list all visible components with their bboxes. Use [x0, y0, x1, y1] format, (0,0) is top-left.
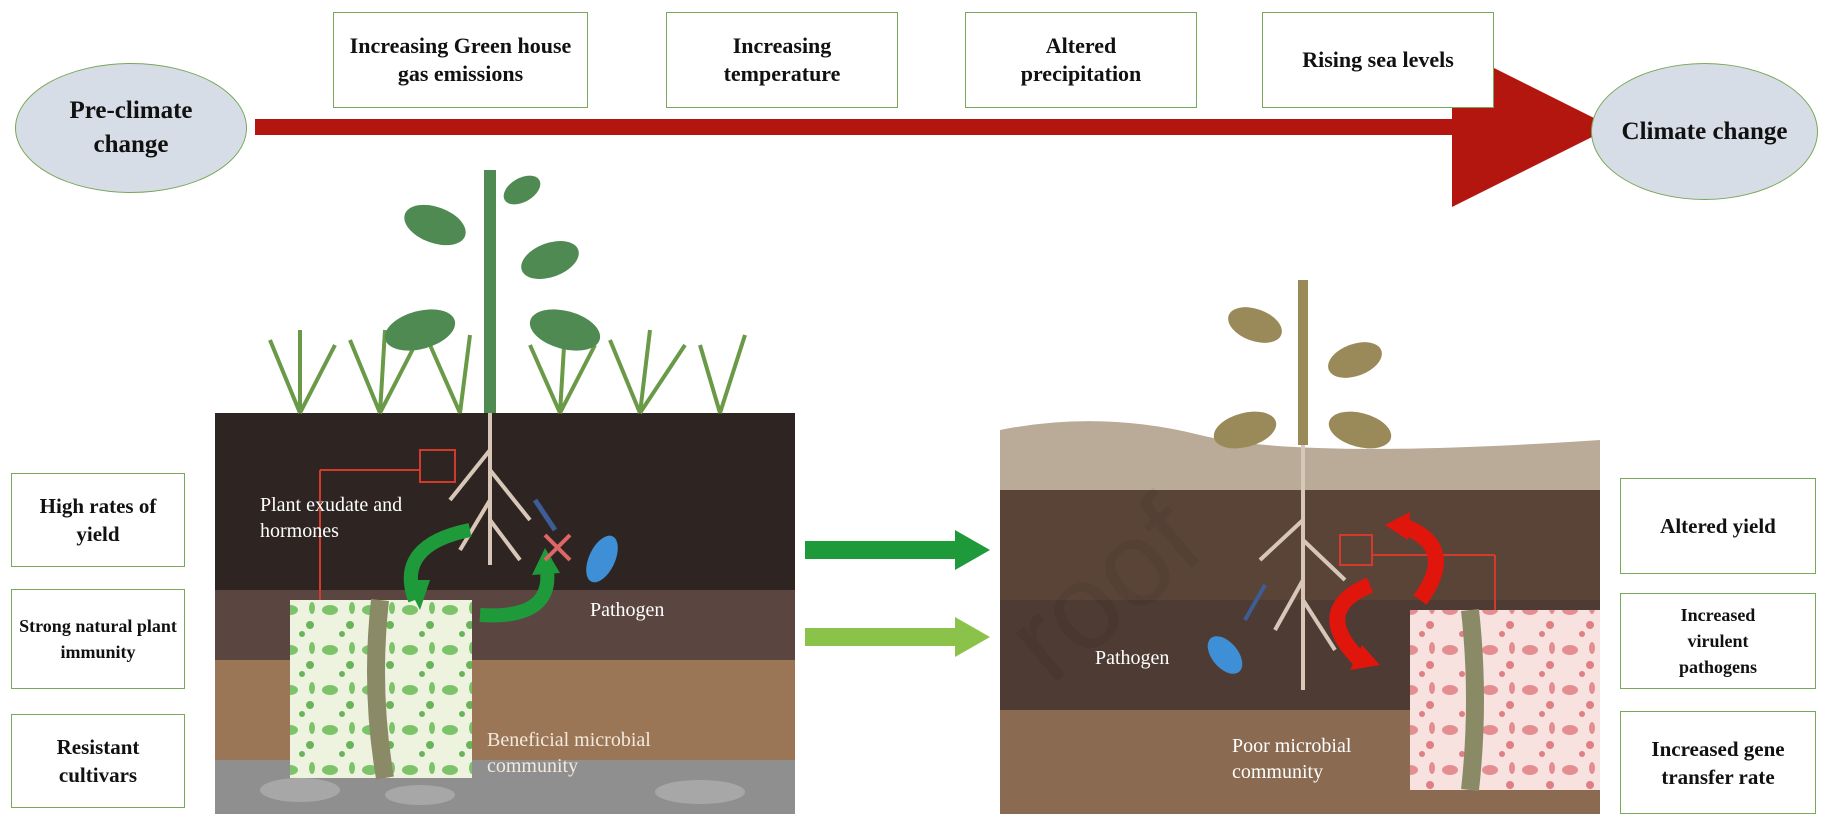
driver-box-sea-levels: Rising sea levels — [1262, 12, 1494, 108]
outcome-box-high-yield: High rates of yield — [11, 473, 185, 567]
outcome-box-gene-transfer: Increased gene transfer rate — [1620, 711, 1816, 814]
outcome-label-high-yield: High rates of yield — [39, 494, 157, 546]
beneficial-microbe-label: Beneficial microbial community — [487, 729, 651, 777]
outcome-box-virulent-pathogens: Increased virulent pathogens — [1620, 593, 1816, 689]
healthy-soil-panel — [215, 170, 795, 814]
outcome-label-resistant-cultivars: Resistant cultivars — [56, 735, 140, 787]
outcome-label-altered-yield: Altered yield — [1660, 514, 1776, 538]
transition-arrows — [805, 530, 990, 657]
poor-microbe-label: Poor microbial community — [1232, 735, 1352, 783]
driver-label-ghg: Increasing Green house gas emissions — [349, 33, 572, 86]
pre-climate-change-oval: Pre-climate change — [15, 63, 247, 193]
outcome-label-gene-transfer: Increased gene transfer rate — [1651, 736, 1785, 789]
outcome-box-altered-yield: Altered yield — [1620, 478, 1816, 574]
climate-change-oval: Climate change — [1591, 63, 1818, 200]
outcome-label-immunity: Strong natural plant immunity — [19, 616, 177, 662]
driver-label-sea-levels: Rising sea levels — [1302, 47, 1454, 72]
exudate-label: Plant exudate and hormones — [260, 494, 403, 542]
outcome-box-resistant-cultivars: Resistant cultivars — [11, 714, 185, 808]
degraded-soil-panel — [1000, 280, 1600, 814]
outcome-label-virulent-pathogens: Increased virulent pathogens — [1678, 605, 1758, 677]
driver-box-temperature: Increasing temperature — [666, 12, 898, 108]
driver-label-temperature: Increasing temperature — [723, 33, 841, 86]
climate-change-label: Climate change — [1621, 117, 1788, 145]
driver-box-ghg: Increasing Green house gas emissions — [333, 12, 588, 108]
outcome-box-immunity: Strong natural plant immunity — [11, 589, 185, 689]
right-pathogen-label: Pathogen — [1095, 647, 1170, 669]
driver-label-precipitation: Altered precipitation — [1020, 33, 1142, 86]
driver-box-precipitation: Altered precipitation — [965, 12, 1197, 108]
left-pathogen-label: Pathogen — [590, 599, 665, 621]
pre-climate-change-label: Pre-climate change — [69, 97, 193, 158]
